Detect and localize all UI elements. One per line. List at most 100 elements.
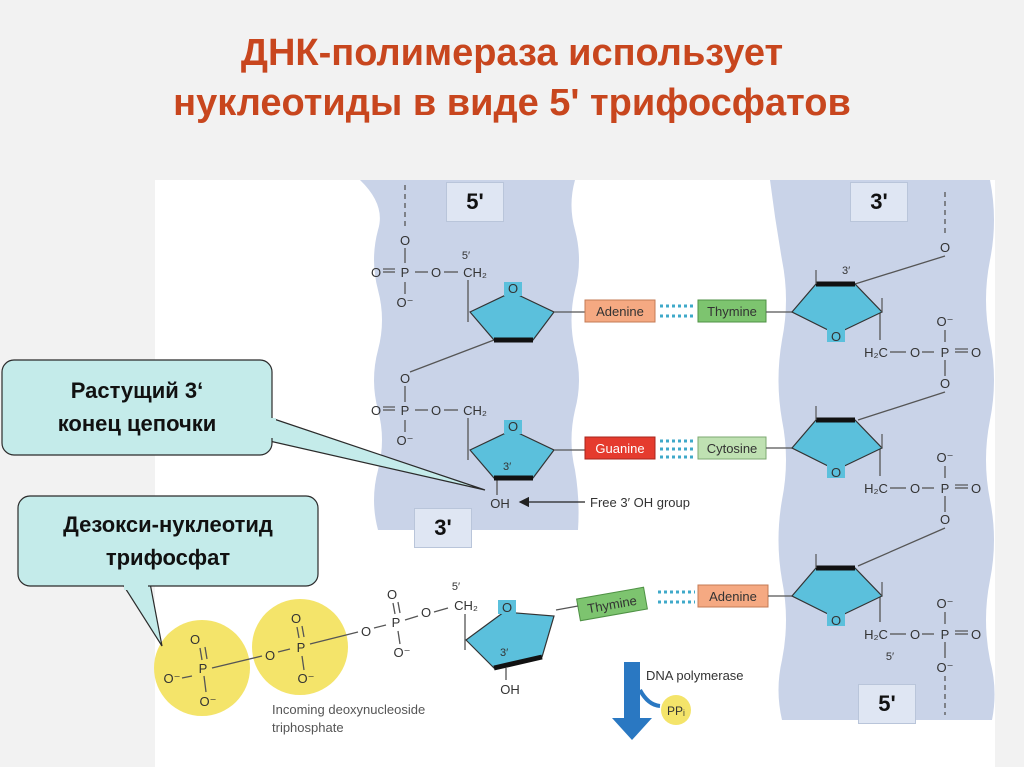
atom-o: O [910,481,920,496]
atom-o: O [265,648,275,663]
ppi-label: PPᵢ [667,704,685,718]
atom-o: O [387,587,397,602]
atom-o: O [431,403,441,418]
ring-oxygen: O [831,329,841,344]
label-3prime: 3′ [500,647,508,659]
label-5prime: 5′ [452,581,460,593]
base-guanine: Guanine [595,441,644,456]
atom-p: P [401,403,410,418]
atom-o-minus: O⁻ [937,314,954,329]
atom-oh: OH [490,496,510,511]
atom-o: O [910,627,920,642]
incoming-bonds [181,601,507,693]
strand-end-left-top: 5' [446,182,504,222]
ring-oxygen: O [831,613,841,628]
left-strand-band [360,180,579,530]
label-5prime: 5′ [462,250,470,262]
atom-p: P [401,265,410,280]
title-line-2: нуклеотиды в виде 5' трифосфатов [173,82,851,124]
atom-o-minus: O⁻ [937,660,954,675]
atom-o-minus: O⁻ [164,671,181,686]
ring-oxygen: O [508,281,518,296]
callout-growing-end [1,359,486,491]
label-3prime: 3′ [842,265,850,277]
ppi-release-arrow [638,689,661,708]
callout-dntp-line-1: Дезокси-нуклеотид [63,512,273,537]
right-backbone-atoms: O O⁻ P O O H₂C O O⁻ P O O H₂C O O⁻ P O O… [864,240,981,675]
atom-p: P [297,640,306,655]
strand-end-right-bottom: 5' [858,684,916,724]
dna-polymerase-label: DNA polymerase [646,668,744,683]
right-backbone [854,192,968,715]
atom-ch2: CH₂ [454,598,478,613]
incoming-label-line-2: triphosphate [272,720,344,735]
ring-oxygen: O [831,465,841,480]
left-backbone [383,185,498,495]
left-sugar-1: O [469,281,585,343]
atom-o: O [431,265,441,280]
slide-title: ДНК-полимераза использует нуклеотиды в в… [0,28,1024,128]
base-adenine-template: Adenine [709,589,757,604]
incoming-label-line-1: Incoming deoxynucleoside [272,702,425,717]
phosphate-circle-beta [252,599,348,695]
atom-p: P [941,345,950,360]
left-double-bonds [383,268,395,408]
atom-h2c: H₂C [864,481,888,496]
free-oh-label: Free 3′ OH group [590,495,690,510]
right-sugar-1: O 3′ [791,265,884,344]
atom-p: P [941,627,950,642]
callout-growing-end-text: Растущий 3‘ конец цепочки [4,374,270,440]
atom-o: O [910,345,920,360]
label-5prime: 5′ [886,651,894,663]
base-thymine: Thymine [707,304,757,319]
atom-p: P [392,615,401,630]
atom-p: P [941,481,950,496]
atom-h2c: H₂C [864,345,888,360]
title-line-1: ДНК-полимераза использует [240,32,784,74]
dna-polymerase-arrow [612,662,652,740]
atom-o: O [371,403,381,418]
atom-o: O [291,611,301,626]
callout-growing-end-line-1: Растущий 3‘ [70,378,204,403]
ppi-circle [661,695,691,725]
atom-p: P [199,661,208,676]
base-cytosine: Cytosine [707,441,758,456]
atom-o-minus: O⁻ [937,450,954,465]
atom-o-minus: O⁻ [397,295,414,310]
atom-o: O [971,481,981,496]
strand-end-left-bottom: 3' [414,508,472,548]
ring-oxygen: O [508,419,518,434]
atom-ch2: CH₂ [463,403,487,418]
atom-ch2: CH₂ [463,265,487,280]
atom-o-minus: O⁻ [200,694,217,709]
atom-o-minus: O⁻ [937,596,954,611]
callout-dntp-text: Дезокси-нуклеотид трифосфат [20,508,316,574]
callout-dntp-line-2: трифосфат [105,545,231,570]
strand-end-right-top: 3' [850,182,908,222]
atom-o-minus: O⁻ [394,645,411,660]
phosphate-circle-gamma [154,620,250,716]
left-sugar-2: O 3′ [469,419,585,481]
right-double-bonds [955,348,968,632]
incoming-atoms: O P O⁻ O⁻ O O P O⁻ O O P O⁻ O CH₂ 5′ OH [164,581,520,709]
right-sugar-3: O [791,554,884,628]
atom-o: O [971,345,981,360]
atom-o: O [421,605,431,620]
base-pair-3: Thymine Adenine [555,584,792,622]
atom-o: O [940,376,950,391]
base-pair-1: Adenine Thymine [584,299,792,323]
base-adenine: Adenine [596,304,644,319]
atom-o: O [971,627,981,642]
atom-o: O [940,240,950,255]
right-sugar-2: O [791,406,884,480]
atom-o: O [371,265,381,280]
left-backbone-atoms: O P O O O⁻ CH₂ 5′ O P O O O⁻ CH₂ OH [371,233,510,511]
atom-o-minus: O⁻ [298,671,315,686]
atom-o: O [190,632,200,647]
atom-oh: OH [500,682,520,697]
base-pair-2: Guanine Cytosine [584,436,792,460]
callout-dntp [17,495,319,647]
ring-oxygen: O [502,600,512,615]
